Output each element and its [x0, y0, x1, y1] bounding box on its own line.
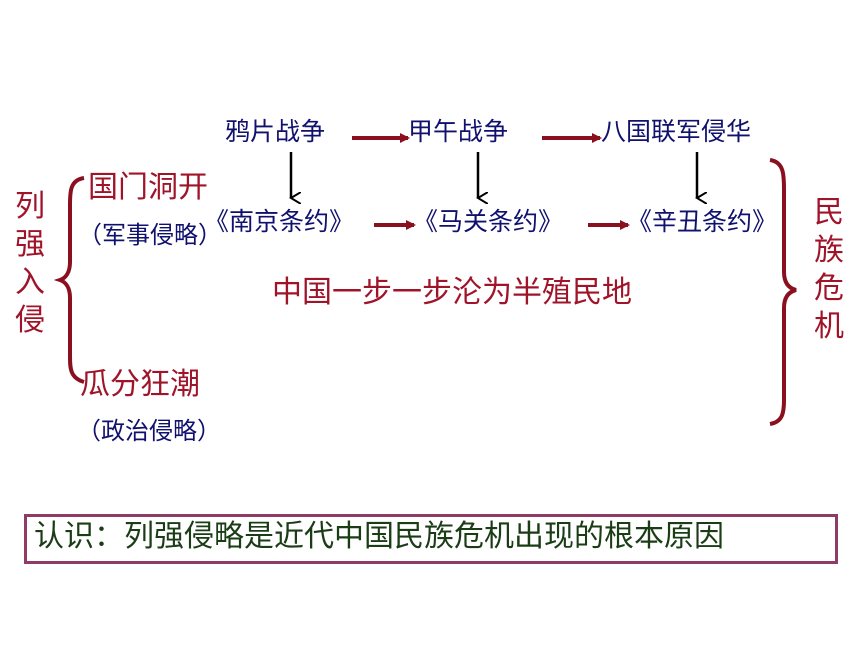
treaty-boxer: 《辛丑条约》: [627, 207, 778, 236]
left-side-label: 列 强 入 侵: [12, 188, 48, 340]
treaty-shimonoseki: 《马关条约》: [413, 207, 564, 236]
conclusion-box: [24, 514, 838, 564]
stage-partition-title: 瓜分狂潮: [80, 367, 200, 402]
left-brace: [53, 176, 85, 384]
conclusion-text: 认识：列强侵略是近代中国民族危机出现的根本原因: [34, 519, 724, 554]
treaty-nanjing: 《南京条约》: [204, 207, 355, 236]
left-label-char: 列: [15, 189, 45, 224]
stage-open-door-title: 国门洞开: [88, 170, 208, 205]
right-side-label: 民 族 危 机: [811, 194, 847, 346]
right-brace: [769, 158, 797, 426]
right-label-char: 危: [814, 271, 844, 306]
stage-partition-note: （政治侵略）: [77, 417, 221, 445]
war-eight-nation: 八国联军侵华: [601, 117, 752, 146]
war-sino-japanese: 甲午战争: [408, 117, 509, 146]
center-statement: 中国一步一步沦为半殖民地: [272, 275, 632, 310]
right-label-char: 族: [814, 233, 844, 268]
right-label-char: 民: [814, 195, 844, 230]
left-label-char: 入: [15, 265, 45, 300]
right-label-char: 机: [814, 309, 844, 344]
left-label-char: 侵: [15, 303, 45, 338]
stage-open-door-note: （军事侵略）: [78, 221, 222, 249]
war-opium: 鸦片战争: [225, 117, 326, 146]
left-label-char: 强: [15, 227, 45, 262]
